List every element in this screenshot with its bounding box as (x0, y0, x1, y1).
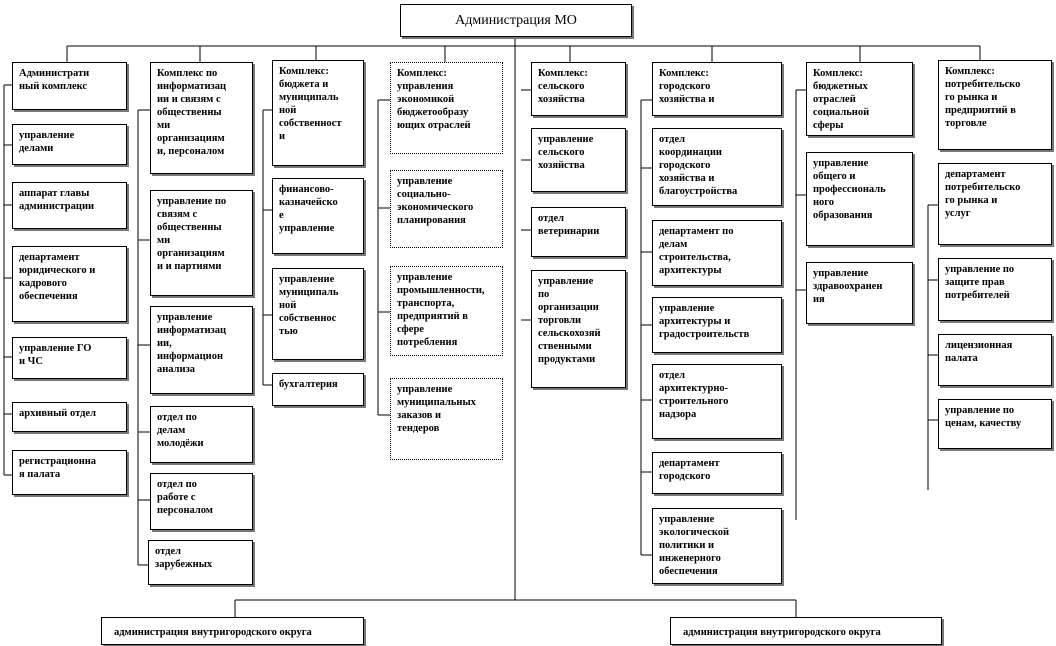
root-box: Администрация МО (400, 4, 632, 37)
unit-box: управление муниципаль ной собственнос ть… (272, 268, 364, 360)
unit-box: управление по организации торговли сельс… (531, 270, 626, 388)
unit-box: отдел по работе с персоналом (150, 473, 253, 530)
complex-header: Комплекс: бюджета и муниципаль ной собст… (272, 60, 364, 166)
unit-box: лицензионная палата (938, 334, 1052, 386)
unit-box: финансово- казначейско е управление (272, 178, 364, 254)
unit-box: управление общего и профессиональ ного о… (806, 152, 913, 246)
complex-header: Комплекс: бюджетных отраслей социальной … (806, 62, 913, 136)
unit-box: управление социально- экономического пла… (390, 170, 503, 248)
unit-box: регистрационна я палата (12, 450, 127, 495)
unit-box: департамент городского (652, 452, 782, 494)
complex-header: Комплекс: управления экономикой бюджетоо… (390, 62, 503, 154)
unit-box: отдел зарубежных (148, 540, 253, 585)
district-administration-box: администрация внутригородского округа (101, 617, 364, 645)
unit-box: архивный отдел (12, 402, 127, 432)
unit-box: управление здравоохранен ия (806, 262, 913, 324)
unit-box: управление промышленности, транспорта, п… (390, 266, 503, 356)
unit-box: департамент потребительско го рынка и ус… (938, 163, 1052, 245)
complex-header: Администрати ный комплекс (12, 62, 127, 110)
unit-box: департамент юридического и кадрового обе… (12, 246, 127, 322)
unit-box: департамент по делам строительства, архи… (652, 220, 782, 286)
complex-header: Комплекс: сельского хозяйства (531, 62, 626, 116)
unit-box: отдел координации городского хозяйства и… (652, 128, 782, 206)
complex-header: Комплекс по информатизац ии и связям с о… (150, 62, 253, 174)
complex-header: Комплекс: городского хозяйства и (652, 62, 782, 116)
unit-box: отдел архитектурно- строительного надзор… (652, 364, 782, 439)
complex-header: Комплекс: потребительско го рынка и пред… (938, 60, 1052, 150)
unit-box: аппарат главы администрации (12, 182, 127, 229)
unit-box: управление экологической политики и инже… (652, 508, 782, 584)
district-administration-box: администрация внутригородского округа (670, 617, 942, 645)
unit-box: управление по ценам, качеству (938, 399, 1052, 449)
unit-box: отдел ветеринарии (531, 207, 626, 257)
unit-box: отдел по делам молодёжи (150, 406, 253, 463)
unit-box: управление делами (12, 124, 127, 165)
unit-box: управление архитектуры и градостроительс… (652, 297, 782, 353)
unit-box: управление по связям с общественны ми ор… (150, 190, 253, 296)
unit-box: управление информатизац ии, информацион … (150, 306, 253, 394)
unit-box: бухгалтерия (272, 373, 364, 406)
unit-box: управление по защите прав потребителей (938, 258, 1052, 321)
unit-box: управление муниципальных заказов и тенде… (390, 378, 503, 460)
unit-box: управление ГО и ЧС (12, 337, 127, 379)
unit-box: управление сельского хозяйства (531, 128, 626, 192)
